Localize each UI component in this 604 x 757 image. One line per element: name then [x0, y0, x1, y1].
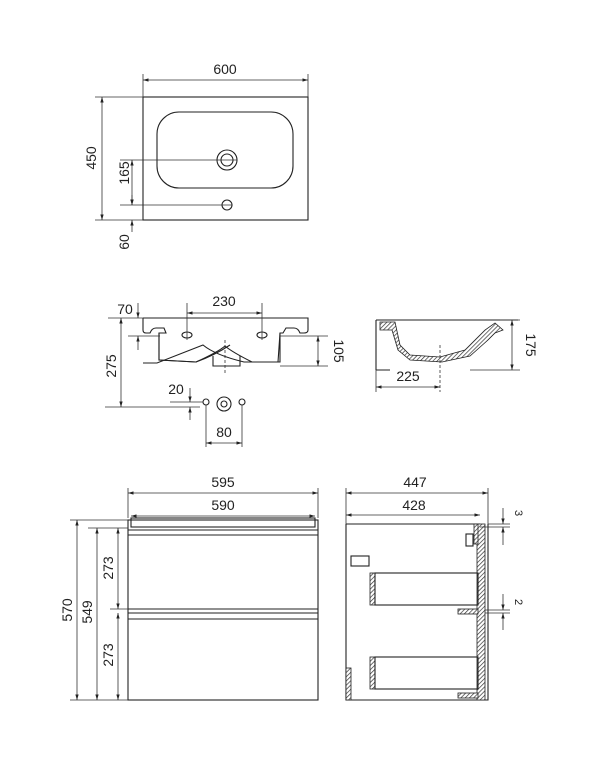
cabinet-side: 447 428 3 2 [345, 474, 524, 701]
front-section: 230 70 275 105 20 80 [103, 293, 347, 447]
bowl-outline [156, 111, 294, 189]
cabinet-front: 595 590 570 549 273 273 [59, 474, 319, 701]
dim-bowl-depth: 105 [331, 339, 347, 363]
dim-total-height: 275 [103, 354, 119, 378]
dim-inner-depth: 428 [402, 497, 426, 513]
dim-outer-depth: 447 [403, 474, 427, 490]
dim-top-gap: 3 [512, 510, 524, 516]
side-section: 175 225 [375, 319, 539, 392]
dim-outer-width: 595 [211, 474, 235, 490]
dim-hole-offset: 20 [168, 381, 184, 397]
dim-upper-drawer: 273 [100, 556, 116, 580]
dim-lower-drawer: 273 [100, 643, 116, 667]
dim-drain-offset-side: 225 [396, 368, 420, 384]
top-view: 600 450 165 60 [83, 61, 309, 250]
dim-tap-spacing: 80 [216, 424, 232, 440]
dim-tap-offset: 60 [116, 234, 132, 250]
dim-width: 600 [213, 61, 237, 77]
dim-depth: 450 [83, 146, 99, 170]
basin-outline [142, 96, 309, 221]
dim-side-height: 175 [523, 333, 539, 357]
dim-body-height: 549 [79, 600, 95, 624]
dim-drain-offset: 165 [116, 161, 132, 185]
dim-hole-spacing: 230 [212, 293, 236, 309]
dim-drawer-gap: 2 [512, 599, 524, 605]
dim-inner-width: 590 [211, 497, 235, 513]
dim-rim-depth: 70 [117, 301, 133, 317]
dim-total-height: 570 [59, 598, 75, 622]
